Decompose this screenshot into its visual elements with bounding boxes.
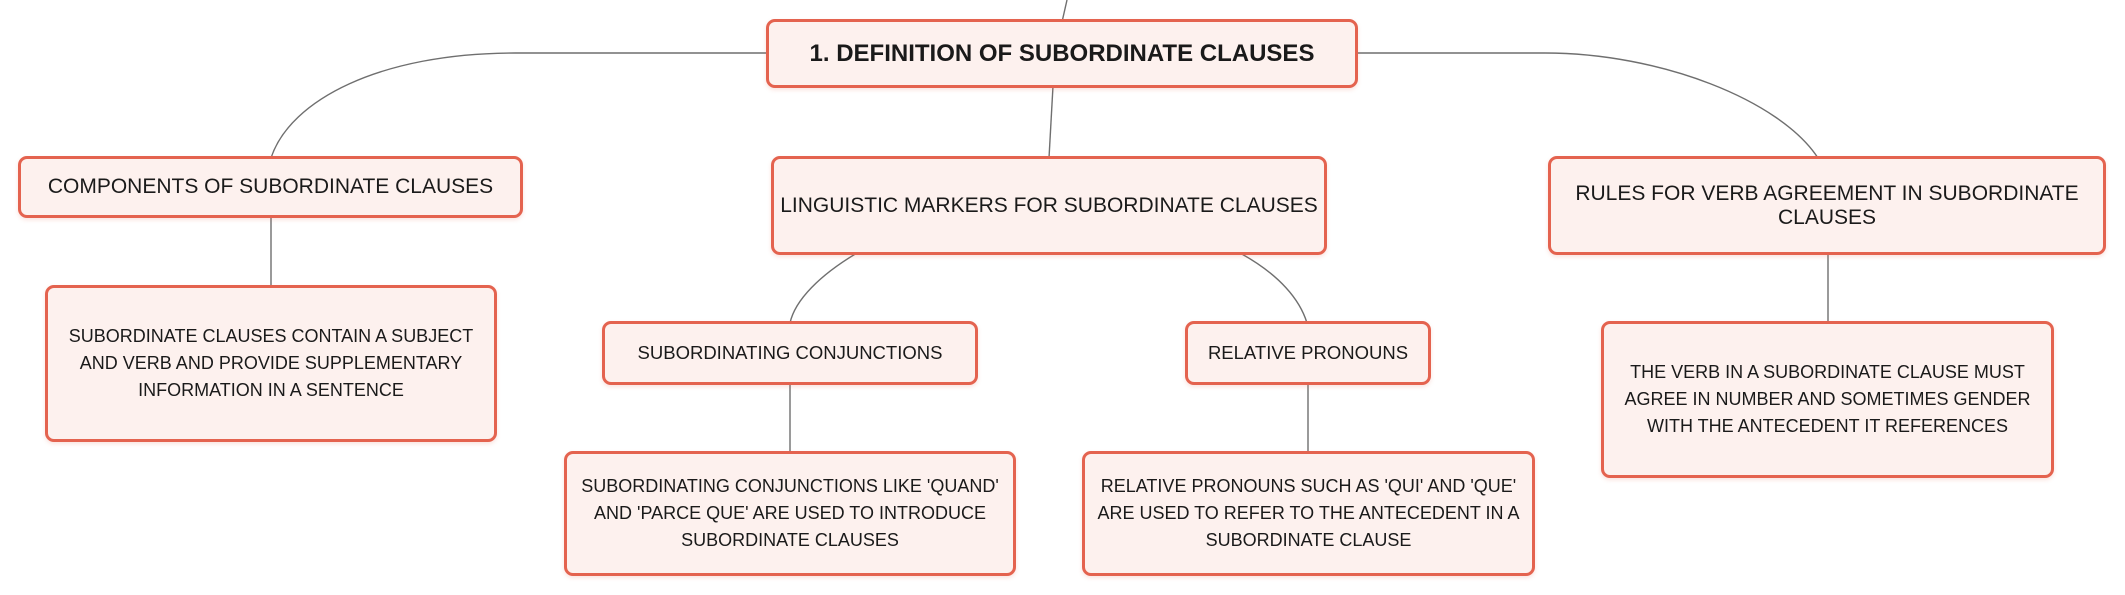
conjunctions-node[interactable]: SUBORDINATING CONJUNCTIONS bbox=[602, 321, 978, 385]
connector-markers-conjunctions bbox=[789, 252, 858, 324]
connector-root-agreement bbox=[1356, 52, 1819, 159]
pronouns-node-label: RELATIVE PRONOUNS bbox=[1207, 342, 1409, 363]
agreement-node-label: RULES FOR VERB AGREEMENT IN SUBORDINATE … bbox=[1575, 181, 2079, 229]
conjunctions-detail-node[interactable]: SUBORDINATING CONJUNCTIONS LIKE 'QUAND' … bbox=[564, 451, 1016, 576]
root-node[interactable]: 1. DEFINITION OF SUBORDINATE CLAUSES bbox=[766, 19, 1358, 88]
pronouns-detail-node[interactable]: RELATIVE PRONOUNS SUCH AS 'QUI' AND 'QUE… bbox=[1082, 451, 1535, 576]
pronouns-node[interactable]: RELATIVE PRONOUNS bbox=[1185, 321, 1431, 385]
connector-markers-pronouns bbox=[1239, 252, 1308, 324]
connector-root-markers bbox=[1048, 85, 1054, 159]
connector-root-components bbox=[270, 52, 768, 159]
components-node-label: COMPONENTS OF SUBORDINATE CLAUSES bbox=[47, 175, 494, 198]
agreement-node[interactable]: RULES FOR VERB AGREEMENT IN SUBORDINATE … bbox=[1548, 156, 2106, 255]
pronouns-detail-text: RELATIVE PRONOUNS SUCH AS 'QUI' AND 'QUE… bbox=[1097, 476, 1520, 550]
conjunctions-detail-text: SUBORDINATING CONJUNCTIONS LIKE 'QUAND' … bbox=[581, 476, 999, 550]
components-node[interactable]: COMPONENTS OF SUBORDINATE CLAUSES bbox=[18, 156, 523, 218]
markers-node[interactable]: LINGUISTIC MARKERS FOR SUBORDINATE CLAUS… bbox=[771, 156, 1327, 255]
connector-root-top bbox=[1061, 0, 1068, 23]
conjunctions-node-label: SUBORDINATING CONJUNCTIONS bbox=[637, 342, 943, 363]
markers-node-label: LINGUISTIC MARKERS FOR SUBORDINATE CLAUS… bbox=[780, 193, 1318, 217]
root-node-label: 1. DEFINITION OF SUBORDINATE CLAUSES bbox=[809, 39, 1315, 67]
components-detail-node[interactable]: SUBORDINATE CLAUSES CONTAIN A SUBJECT AN… bbox=[45, 285, 497, 442]
components-detail-text: SUBORDINATE CLAUSES CONTAIN A SUBJECT AN… bbox=[68, 326, 474, 400]
agreement-detail-node[interactable]: THE VERB IN A SUBORDINATE CLAUSE MUST AG… bbox=[1601, 321, 2054, 478]
agreement-detail-text: THE VERB IN A SUBORDINATE CLAUSE MUST AG… bbox=[1624, 362, 2031, 436]
